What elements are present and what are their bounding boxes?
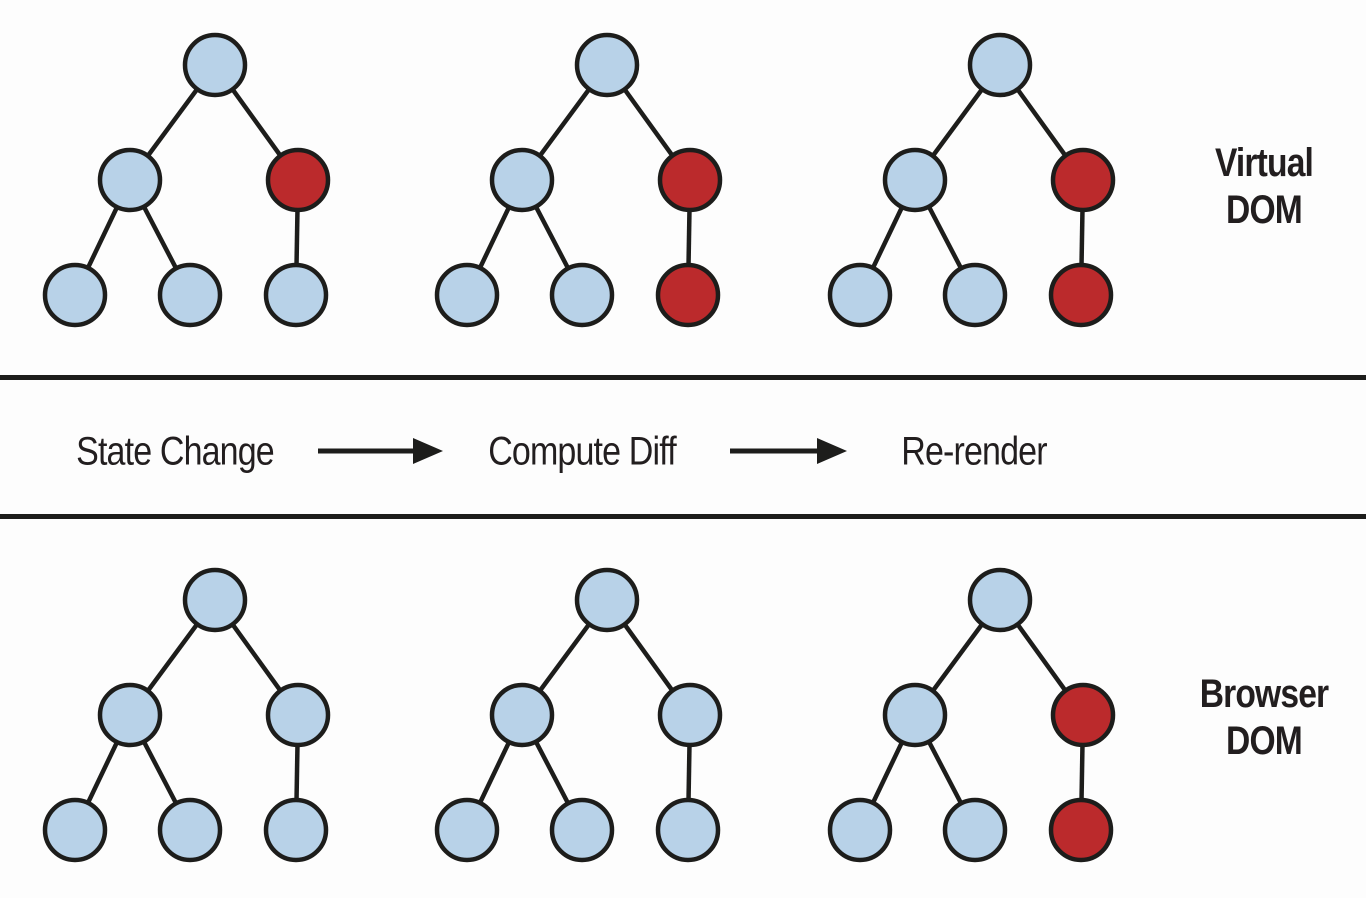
virtual-dom-tree-2 xyxy=(412,30,772,360)
browser-dom-label-line1: Browser xyxy=(1199,672,1329,716)
tree-node-lr xyxy=(157,797,223,863)
tree-node-rc-changed xyxy=(1048,262,1114,328)
tree-node-right xyxy=(265,682,331,748)
browser-dom-tree-2-svg xyxy=(434,567,723,863)
tree-node-lr xyxy=(157,262,223,328)
browser-dom-tree-3 xyxy=(805,565,1165,895)
tree-node-root xyxy=(574,567,640,633)
virtual-dom-label: Virtual DOM xyxy=(1214,140,1314,234)
tree-node-lr xyxy=(942,262,1008,328)
tree-node-lr xyxy=(549,797,615,863)
tree-node-lr xyxy=(942,797,1008,863)
virtual-dom-tree-3-svg xyxy=(827,32,1116,328)
tree-node-rc-changed xyxy=(655,262,721,328)
step-re-render: Re-render xyxy=(901,429,1047,474)
tree-node-ll xyxy=(434,262,500,328)
tree-node-left xyxy=(882,147,948,213)
step-compute-diff: Compute Diff xyxy=(488,429,676,474)
browser-dom-tree-2 xyxy=(412,565,772,895)
tree-node-root xyxy=(182,32,248,98)
tree-node-root xyxy=(967,32,1033,98)
tree-node-ll xyxy=(434,797,500,863)
virtual-dom-tree-2-svg xyxy=(434,32,723,328)
tree-node-root xyxy=(182,567,248,633)
tree-node-rc xyxy=(655,797,721,863)
divider-line-top xyxy=(0,375,1366,380)
browser-dom-tree-1 xyxy=(20,565,380,895)
arrow-right-icon xyxy=(318,438,443,464)
tree-node-ll xyxy=(42,797,108,863)
tree-node-left xyxy=(97,147,163,213)
tree-node-left xyxy=(489,682,555,748)
browser-dom-label: Browser DOM xyxy=(1200,671,1329,765)
tree-node-root xyxy=(967,567,1033,633)
tree-node-root xyxy=(574,32,640,98)
arrow-head xyxy=(817,438,847,464)
tree-node-left xyxy=(489,147,555,213)
divider-line-bottom xyxy=(0,514,1366,519)
virtual-dom-label-line1: Virtual xyxy=(1214,141,1314,185)
tree-node-left xyxy=(97,682,163,748)
tree-node-ll xyxy=(827,797,893,863)
virtual-dom-tree-1-svg xyxy=(42,32,331,328)
browser-dom-tree-3-svg xyxy=(827,567,1116,863)
tree-node-rc xyxy=(263,262,329,328)
tree-node-ll xyxy=(42,262,108,328)
tree-node-right-changed xyxy=(657,147,723,213)
tree-node-right-changed xyxy=(1050,147,1116,213)
arrow-head xyxy=(413,438,443,464)
tree-node-lr xyxy=(549,262,615,328)
tree-node-right-changed xyxy=(265,147,331,213)
tree-node-right-changed xyxy=(1050,682,1116,748)
arrow-right-icon xyxy=(730,438,847,464)
virtual-dom-label-line2: DOM xyxy=(1226,188,1303,232)
browser-dom-label-line2: DOM xyxy=(1226,719,1303,763)
tree-node-rc xyxy=(263,797,329,863)
virtual-dom-tree-1 xyxy=(20,30,380,360)
step-state-change: State Change xyxy=(76,429,275,474)
tree-node-left xyxy=(882,682,948,748)
tree-node-ll xyxy=(827,262,893,328)
virtual-dom-tree-3 xyxy=(805,30,1165,360)
tree-node-right xyxy=(657,682,723,748)
browser-dom-tree-1-svg xyxy=(42,567,331,863)
tree-node-rc-changed xyxy=(1048,797,1114,863)
